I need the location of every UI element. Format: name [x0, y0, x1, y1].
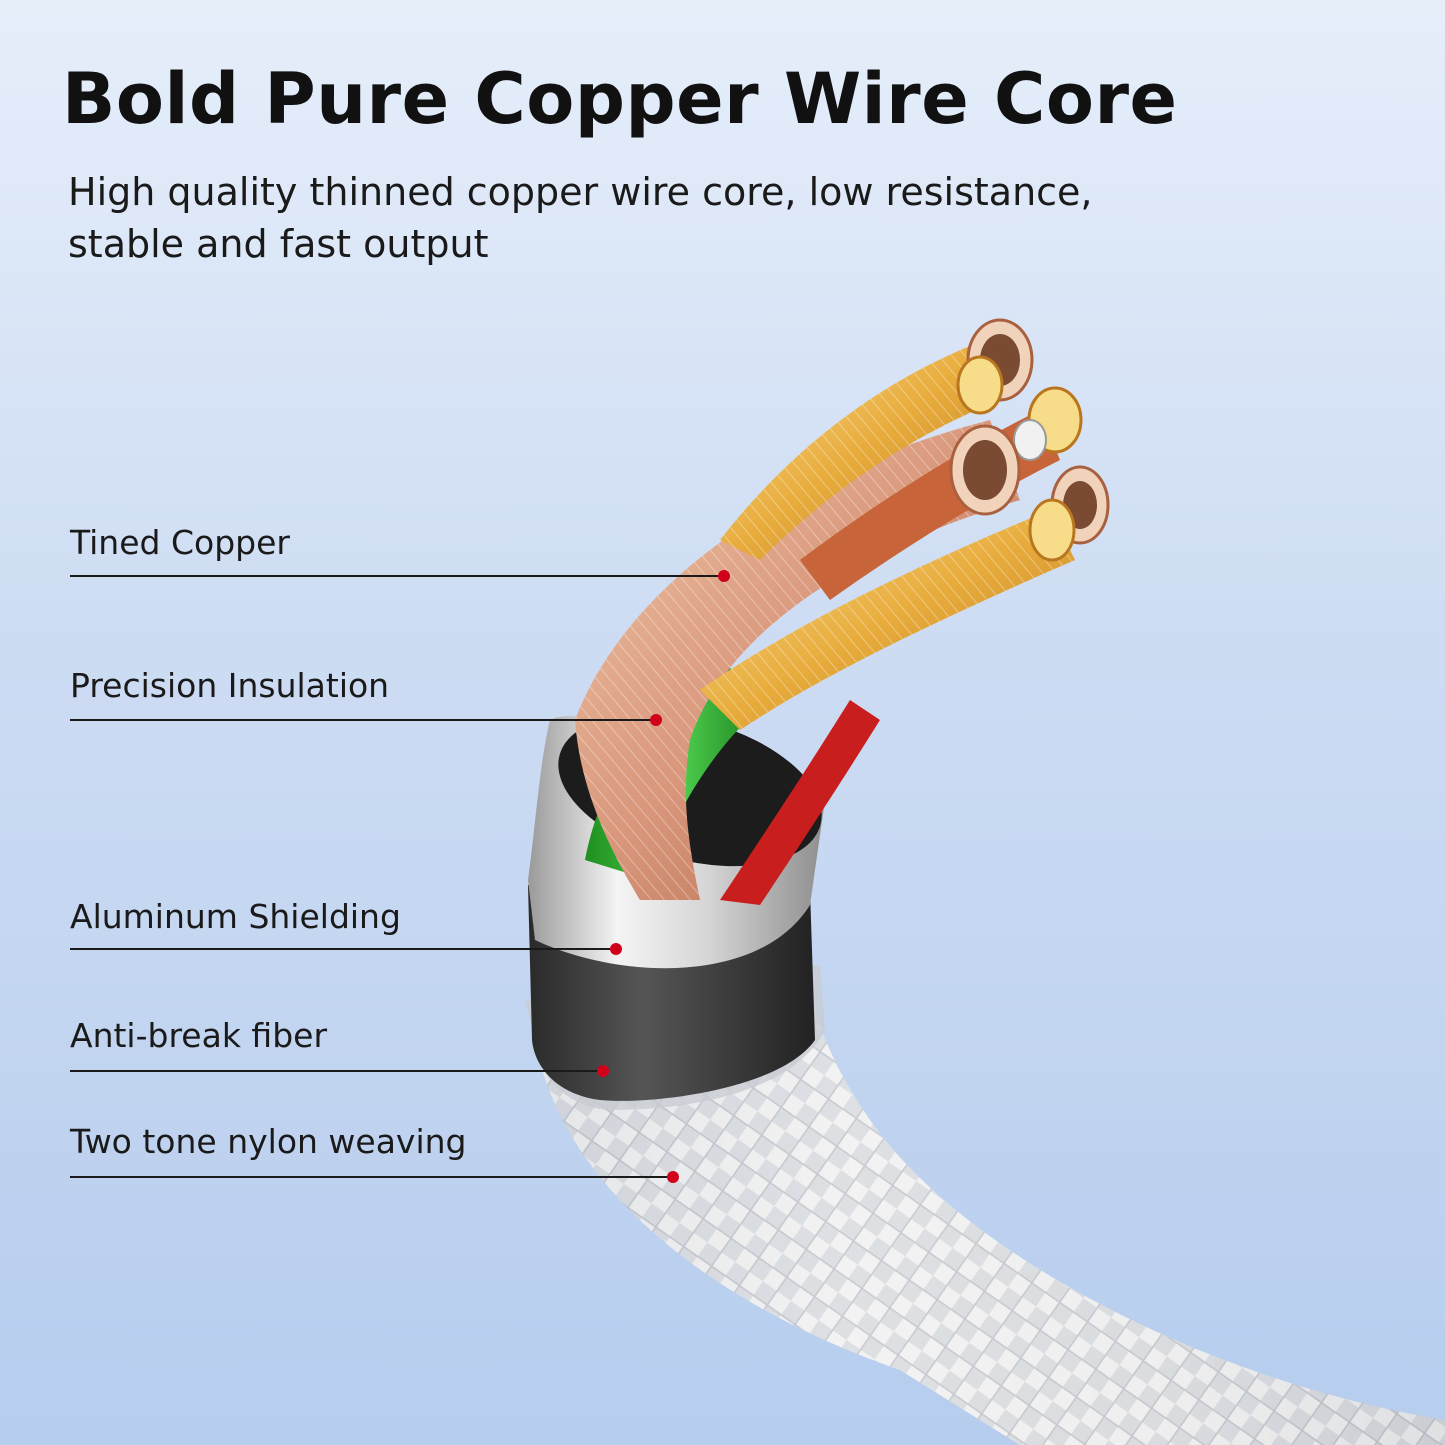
marker-nylon-weaving [667, 1171, 679, 1183]
leader-lines [70, 570, 730, 1183]
label-tined-copper: Tined Copper [70, 523, 290, 562]
label-aluminum-shielding: Aluminum Shielding [70, 897, 401, 936]
wire-end-caps [949, 318, 1110, 562]
marker-precision-insulation [650, 714, 662, 726]
wire-cores [575, 340, 1075, 905]
marker-tined-copper [718, 570, 730, 582]
label-nylon-weaving: Two tone nylon weaving [70, 1122, 467, 1161]
label-precision-insulation: Precision Insulation [70, 666, 390, 705]
marker-aluminum-shielding [610, 943, 622, 955]
page-subtitle: High quality thinned copper wire core, l… [68, 170, 1093, 266]
page-title: Bold Pure Copper Wire Core [62, 58, 1178, 140]
marker-anti-break-fiber [597, 1065, 609, 1077]
label-anti-break-fiber: Anti-break fiber [70, 1016, 328, 1055]
nylon-braid [535, 1000, 1445, 1445]
